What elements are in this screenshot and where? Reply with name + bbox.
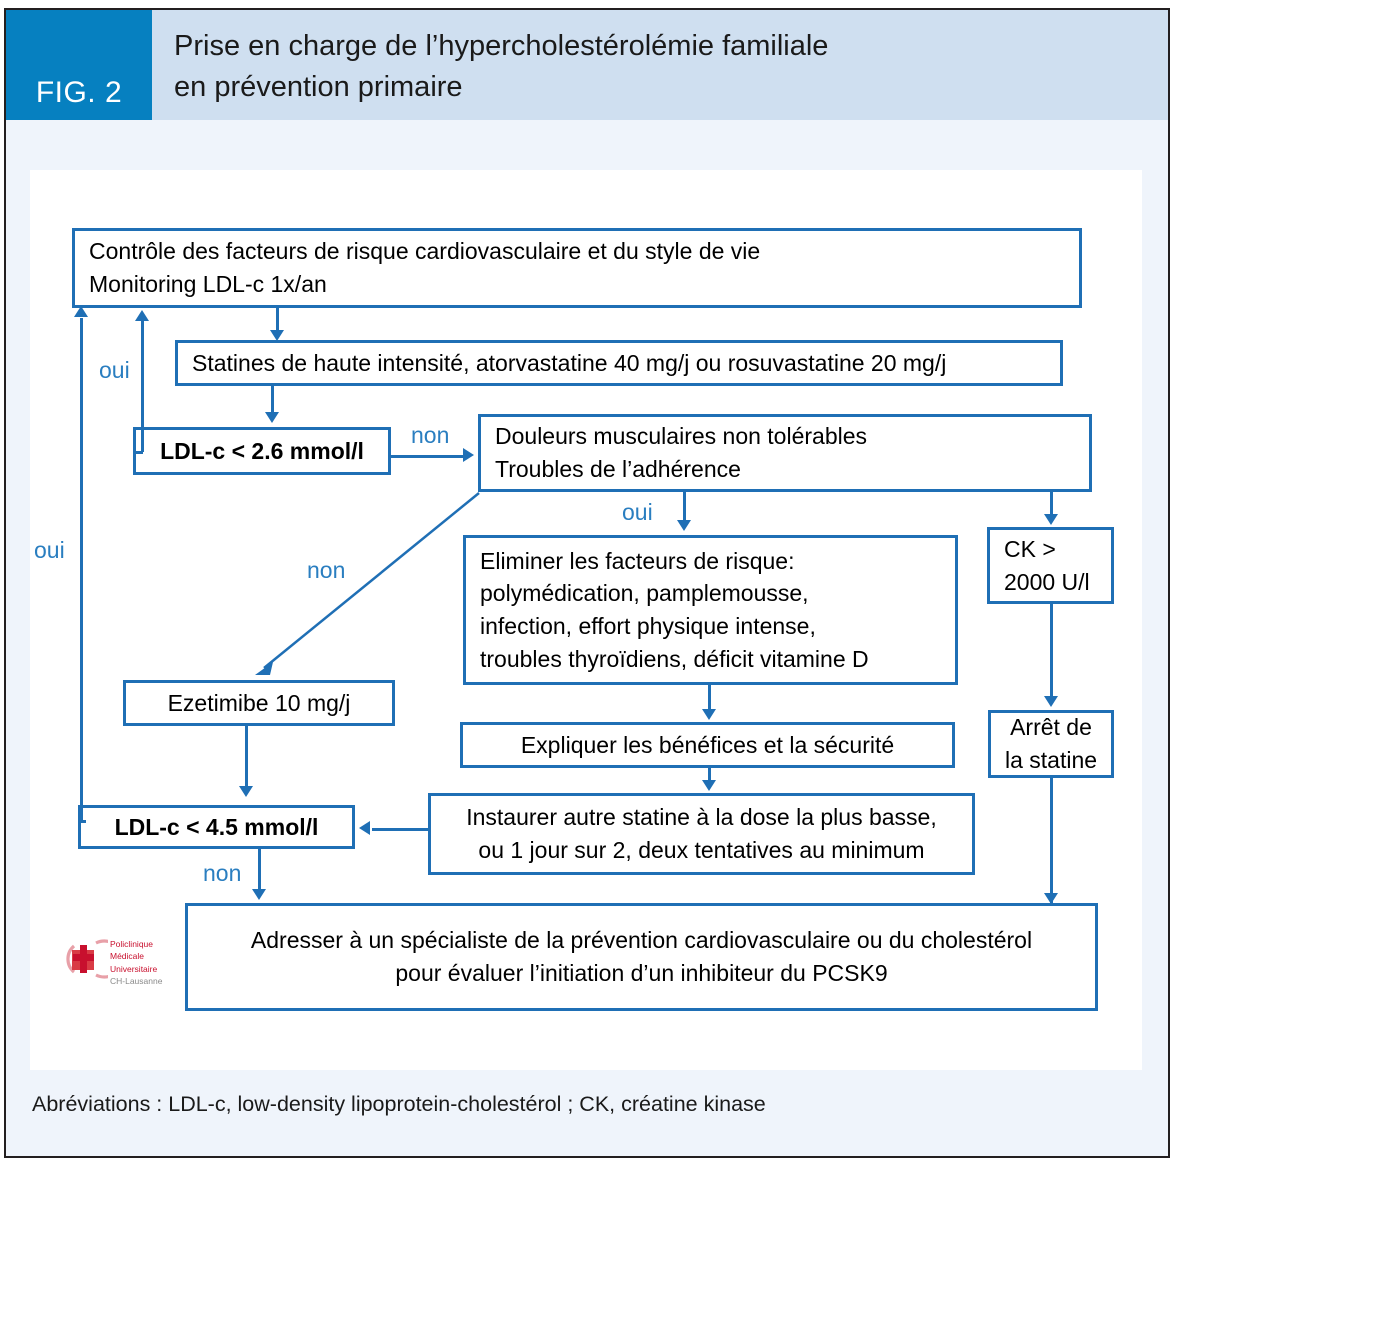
pmu-logo-line-4: CH-Lausanne xyxy=(110,975,163,986)
pmu-logo-line-1: Policlinique xyxy=(110,939,153,949)
flow-box-restart-line-2: ou 1 jour sur 2, deux tentatives au mini… xyxy=(478,837,925,863)
flow-box-ck-line-2: 2000 U/l xyxy=(1004,568,1090,595)
flow-box-explain-benefits: Expliquer les bénéfices et la sécurité xyxy=(460,722,955,768)
flow-box-explain-line-1: Expliquer les bénéfices et la sécurité xyxy=(520,731,895,758)
figure-title: Prise en charge de l’hypercholestérolémi… xyxy=(152,10,1168,120)
connector-ldl26-to-muscle-pain xyxy=(391,455,465,458)
arrowhead-eliminate-to-explain xyxy=(702,709,716,720)
connector-ck-to-stop-statin xyxy=(1050,604,1053,698)
flow-box-statins-line-1: Statines de haute intensité, atorvastati… xyxy=(192,349,947,376)
flow-box-ezetimibe: Ezetimibe 10 mg/j xyxy=(123,680,395,726)
flow-box-ck: CK > 2000 U/l xyxy=(987,527,1114,604)
flow-box-muscle-pain: Douleurs musculaires non tolérables Trou… xyxy=(478,414,1092,492)
edge-label-oui-inner-left: oui xyxy=(99,357,130,383)
figure-header: FIG. 2 Prise en charge de l’hypercholest… xyxy=(6,10,1168,120)
connector-eliminate-to-explain xyxy=(708,685,711,711)
connector-ldl26-oui-vertical xyxy=(141,320,144,452)
arrowhead-control-to-statins xyxy=(270,330,284,341)
arrowhead-stop-statin-down xyxy=(1044,893,1058,904)
arrowhead-ezetimibe-to-ldl45 xyxy=(239,786,253,797)
flow-box-ldl-4-5-line-1: LDL-c < 4.5 mmol/l xyxy=(114,813,319,840)
connector-ldl45-to-specialist xyxy=(258,849,261,891)
connector-statins-to-ldl26 xyxy=(271,386,274,415)
edge-label-oui-muscle: oui xyxy=(622,499,653,525)
connector-explain-to-restart xyxy=(708,768,711,783)
arrowhead-ck-to-stop-statin xyxy=(1044,696,1058,707)
figure-title-line-2: en prévention primaire xyxy=(174,71,463,104)
abbreviations-note: Abréviations : LDL-c, low-density lipopr… xyxy=(32,1092,766,1116)
connector-muscle-pain-to-ck xyxy=(1050,492,1053,518)
connector-restart-to-ldl45 xyxy=(372,828,428,831)
arrowhead-statins-to-ldl26 xyxy=(265,412,279,423)
pmu-logo-text: Policlinique Médicale Universitaire CH-L… xyxy=(110,938,162,987)
pmu-logo: Policlinique Médicale Universitaire CH-L… xyxy=(62,936,192,998)
connector-muscle-pain-to-eliminate xyxy=(683,492,686,522)
arrowhead-ldl26-oui xyxy=(135,310,149,321)
flow-box-refer-line-2: pour évaluer l’initiation d’un inhibiteu… xyxy=(395,960,888,986)
connector-ldl45-oui-vertical xyxy=(80,318,83,822)
flow-box-refer-line-1: Adresser à un spécialiste de la préventi… xyxy=(250,927,1033,954)
connector-control-to-statins xyxy=(276,308,279,334)
flow-box-restart-line-1: Instaurer autre statine à la dose la plu… xyxy=(466,804,937,831)
pmu-logo-mark xyxy=(66,939,124,979)
arrowhead-ldl45-to-specialist xyxy=(252,889,266,900)
figure-title-line-1: Prise en charge de l’hypercholestérolémi… xyxy=(174,30,829,62)
flow-box-control-line-2: Monitoring LDL-c 1x/an xyxy=(89,271,327,297)
flow-box-refer-specialist: Adresser à un spécialiste de la préventi… xyxy=(185,903,1098,1011)
flow-box-ldl-2-6-line-1: LDL-c < 2.6 mmol/l xyxy=(160,437,364,464)
flow-box-control-line-1: Contrôle des facteurs de risque cardiova… xyxy=(89,238,761,265)
pmu-logo-line-3: Universitaire xyxy=(110,963,158,974)
connector-ldl45-oui-stub xyxy=(80,820,86,823)
flow-box-muscle-pain-line-1: Douleurs musculaires non tolérables xyxy=(495,423,868,450)
edge-label-non-ldl45: non xyxy=(203,860,242,886)
flow-box-eliminate-line-1: Eliminer les facteurs de risque: xyxy=(480,547,795,574)
arrowhead-ldl26-to-muscle-pain xyxy=(463,448,474,462)
flow-box-restart-statin: Instaurer autre statine à la dose la plu… xyxy=(428,793,975,875)
pmu-logo-line-2: Médicale xyxy=(110,951,145,962)
flow-box-muscle-pain-line-2: Troubles de l’adhérence xyxy=(495,456,741,482)
figure-number-badge: FIG. 2 xyxy=(6,10,152,120)
arrowhead-ldl45-oui xyxy=(74,306,88,317)
flow-box-ck-line-1: CK > xyxy=(1004,535,1056,562)
flow-box-control: Contrôle des facteurs de risque cardiova… xyxy=(72,228,1082,308)
flow-box-ldl-4-5: LDL-c < 4.5 mmol/l xyxy=(78,805,355,849)
edge-label-non-ldl26: non xyxy=(411,422,450,448)
flow-box-ezetimibe-line-1: Ezetimibe 10 mg/j xyxy=(167,689,351,716)
flow-box-stop-statin: Arrêt de la statine xyxy=(988,710,1114,778)
arrowhead-explain-to-restart xyxy=(702,780,716,791)
flow-box-stop-statin-line-1: Arrêt de xyxy=(1010,714,1092,741)
flow-box-eliminate-line-2: polymédication, pamplemousse, xyxy=(480,580,809,607)
flow-box-statins: Statines de haute intensité, atorvastati… xyxy=(175,340,1063,386)
connector-ezetimibe-to-ldl45 xyxy=(245,726,248,788)
flow-box-eliminate-line-4: troubles thyroïdiens, déficit vitamine D xyxy=(480,645,869,672)
edge-label-oui-far-left: oui xyxy=(34,537,65,563)
arrowhead-muscle-pain-to-ck xyxy=(1044,514,1058,525)
connector-ldl26-oui-to-box xyxy=(133,451,143,454)
arrowhead-muscle-pain-to-eliminate xyxy=(677,520,691,531)
arrowhead-restart-to-ldl45 xyxy=(359,821,370,835)
flow-box-eliminate-line-3: infection, effort physique intense, xyxy=(480,613,816,639)
flow-box-ldl-2-6: LDL-c < 2.6 mmol/l xyxy=(133,427,391,475)
flow-box-eliminate-risk-factors: Eliminer les facteurs de risque: polyméd… xyxy=(463,535,958,685)
edge-label-non-diagonal: non xyxy=(307,557,346,583)
connector-stop-statin-down xyxy=(1050,778,1053,903)
flow-box-stop-statin-line-2: la statine xyxy=(1004,747,1098,773)
